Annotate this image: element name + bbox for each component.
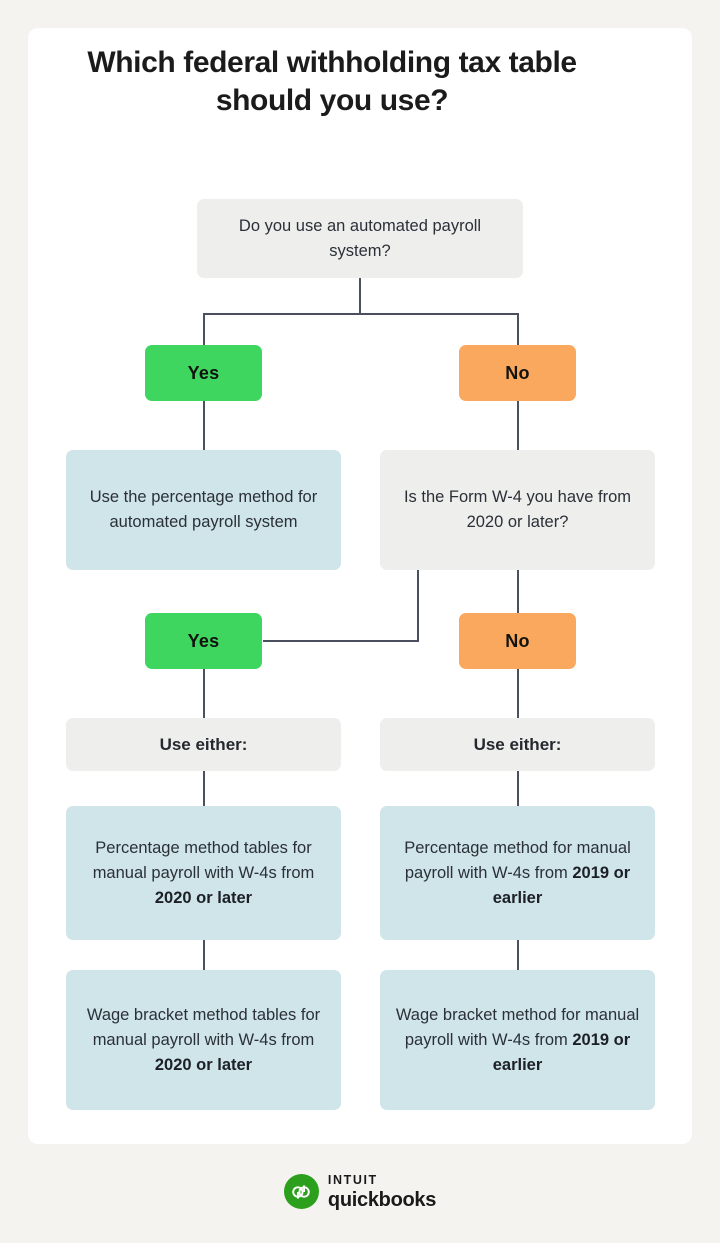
connector-yes1-to-outcome bbox=[203, 400, 205, 450]
connector-q2-yes-elbow-down bbox=[417, 570, 419, 642]
page-title: Which federal withholding tax table shou… bbox=[87, 46, 577, 117]
connector-no1-to-q2 bbox=[517, 400, 519, 450]
answer-pill-yes-w4-year[interactable]: Yes bbox=[145, 613, 262, 669]
label-use-either-left: Use either: bbox=[66, 718, 341, 771]
answer-pill-no-automated[interactable]: No bbox=[459, 345, 576, 401]
node-outcome-percentage-tables-2020: Percentage method tables for manual payr… bbox=[66, 806, 341, 940]
connector-left-pct-to-wage bbox=[203, 940, 205, 970]
connector-either-right-down bbox=[517, 771, 519, 806]
outcome-text-lead: Wage bracket method for manual payroll w… bbox=[395, 1005, 640, 1049]
connector-either-left-down bbox=[203, 771, 205, 806]
answer-pill-yes-automated[interactable]: Yes bbox=[145, 345, 262, 401]
connector-q1-split bbox=[203, 313, 519, 315]
connector-yes2-to-either bbox=[203, 668, 205, 718]
connector-no2-to-either bbox=[517, 668, 519, 718]
node-outcome-wage-bracket-2019: Wage bracket method for manual payroll w… bbox=[380, 970, 655, 1110]
brand-quickbooks-text: quickbooks bbox=[327, 1188, 437, 1211]
brand-wordmark: INTUIT quickbooks bbox=[328, 1174, 436, 1210]
node-outcome-wage-bracket-tables-2020: Wage bracket method tables for manual pa… bbox=[66, 970, 341, 1110]
connector-q1-no-down bbox=[517, 313, 519, 345]
outcome-text-emphasis: 2019 or earlier bbox=[492, 863, 631, 907]
quickbooks-qb-monogram-icon bbox=[283, 1174, 319, 1210]
outcome-text-emphasis: 2020 or later bbox=[154, 888, 253, 907]
node-outcome-percentage-2019: Percentage method for manual payroll wit… bbox=[380, 806, 655, 940]
outcome-text-lead: Percentage method for manual payroll wit… bbox=[404, 838, 631, 882]
brand-logo: INTUIT quickbooks bbox=[0, 1174, 720, 1210]
outcome-text-emphasis: 2019 or earlier bbox=[492, 1030, 631, 1074]
node-question-form-w4-year: Is the Form W-4 you have from 2020 or la… bbox=[380, 450, 655, 570]
node-question-automated-payroll: Do you use an automated payroll system? bbox=[197, 199, 523, 278]
connector-q1-down bbox=[359, 277, 361, 314]
brand-intuit-text: INTUIT bbox=[327, 1173, 378, 1187]
connector-q1-yes-down bbox=[203, 313, 205, 345]
outcome-text-lead: Percentage method tables for manual payr… bbox=[92, 838, 315, 882]
connector-q2-yes-elbow-across bbox=[263, 640, 419, 642]
connector-right-pct-to-wage bbox=[517, 940, 519, 970]
label-use-either-right: Use either: bbox=[380, 718, 655, 771]
outcome-text-emphasis: 2020 or later bbox=[154, 1055, 253, 1074]
outcome-text-lead: Wage bracket method tables for manual pa… bbox=[86, 1005, 321, 1049]
answer-pill-no-w4-year[interactable]: No bbox=[459, 613, 576, 669]
connector-q2-to-no2 bbox=[517, 570, 519, 613]
node-outcome-automated-percentage: Use the percentage method for automated … bbox=[66, 450, 341, 570]
